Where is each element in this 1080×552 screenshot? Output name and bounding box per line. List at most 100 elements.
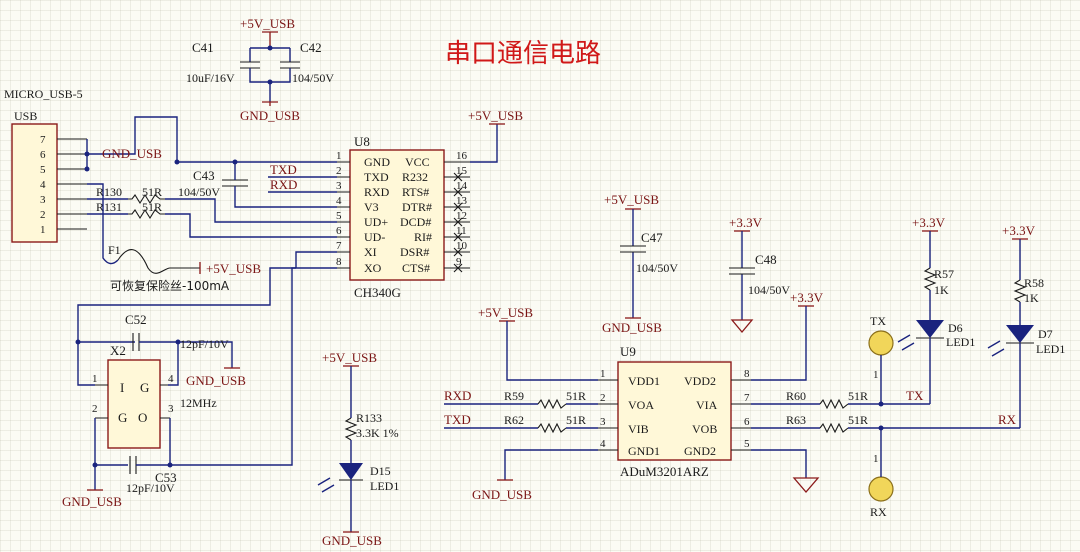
d15-part: LED1 xyxy=(370,479,399,493)
u8-pin-num-15: 15 xyxy=(456,165,468,177)
u9-pin-num-5: 5 xyxy=(744,438,750,450)
u8-uart-wire xyxy=(268,176,337,193)
usb-gnd-label: GND_USB xyxy=(102,146,162,161)
usb-data-wire-left xyxy=(87,198,128,215)
c42-ref: C42 xyxy=(300,40,322,55)
u9-pin-num-3: 3 xyxy=(600,416,606,428)
c52-value: 12pF/10V xyxy=(180,337,229,351)
r58-body xyxy=(1013,279,1027,303)
c47-capacitor: +5V_USB C47 104/50V GND_USB xyxy=(602,192,678,335)
x2-ref: X2 xyxy=(110,343,126,358)
diagram-title: 串口通信电路 xyxy=(445,39,601,69)
d15-gnd-label: GND_USB xyxy=(322,533,382,548)
x2-body xyxy=(107,359,161,449)
c53-wire xyxy=(94,418,171,490)
c48-capacitor: +3.3V C48 104/50V xyxy=(729,215,790,334)
c41-bottom-wire xyxy=(249,68,291,102)
u8-pin-num-9: 9 xyxy=(456,256,462,268)
r58-power-label: +3.3V xyxy=(1002,223,1036,238)
u8-pin-num-3: 3 xyxy=(336,180,342,192)
u8-pin-num-5: 5 xyxy=(336,210,342,222)
u9-pin-num-8: 8 xyxy=(744,368,750,380)
u8-pin-num-14: 14 xyxy=(456,180,468,192)
r62-body xyxy=(537,422,567,434)
r57-body xyxy=(923,267,937,291)
junction xyxy=(75,339,81,345)
f1-body xyxy=(117,249,200,274)
u9-pin-num-4: 4 xyxy=(600,438,606,450)
tp-rx-label: RX xyxy=(870,505,887,519)
d6-ref: D6 xyxy=(948,321,963,335)
c52-right-wire xyxy=(139,341,233,386)
tp-rx-pad xyxy=(868,476,894,502)
x2-pin-1: 1 xyxy=(92,373,98,385)
u9-pin-num-2: 2 xyxy=(600,392,606,404)
junction xyxy=(267,79,273,85)
u9-pin-num-1: 1 xyxy=(600,368,606,380)
u9-pin-name-vdd1: VDD1 xyxy=(628,374,660,388)
c43-value: 104/50V xyxy=(178,185,220,199)
usb-pin-1: 1 xyxy=(40,224,46,236)
d6-light-arrows xyxy=(897,334,915,351)
usb-pin-6: 6 xyxy=(40,149,46,161)
u8-vcc-wire xyxy=(470,124,498,163)
f1-power-label: +5V_USB xyxy=(206,261,261,276)
usb-pin-3: 3 xyxy=(40,194,46,206)
d15-light-arrows xyxy=(317,477,335,493)
f1-value: 可恢复保险丝-100mA xyxy=(110,278,230,293)
r131-value: 51R xyxy=(142,200,162,214)
power-led-group: +5V_USB R133 3.3K 1% D15 LED1 GND_USB xyxy=(317,350,399,548)
x2-g-top: G xyxy=(140,380,149,395)
x2-pin-stubs xyxy=(95,384,170,419)
f1-fuse: F1 +5V_USB 可恢复保险丝-100mA xyxy=(108,243,261,293)
d7-light-arrows xyxy=(987,340,1005,357)
junction xyxy=(175,339,181,345)
r62-ref: R62 xyxy=(504,413,524,427)
c43-plates xyxy=(222,179,248,187)
u9-gnd1-wire xyxy=(504,449,598,480)
c47-gnd-label: GND_USB xyxy=(602,320,662,335)
u8-pin-num-1: 1 xyxy=(336,150,342,162)
c47-ref: C47 xyxy=(641,230,663,245)
c53-value: 12pF/10V xyxy=(126,481,175,495)
c43-ref: C43 xyxy=(193,168,215,183)
u9-pin-name-gnd2: GND2 xyxy=(684,444,716,458)
u8-pin-name-dsr: DSR# xyxy=(400,245,429,259)
c48-power-label: +3.3V xyxy=(729,215,763,230)
u8-vcc-label: +5V_USB xyxy=(468,108,523,123)
c42-value: 104/50V xyxy=(292,71,334,85)
junction xyxy=(84,151,90,157)
u9-gnd2-wire xyxy=(751,449,807,478)
usb-vbus-wire xyxy=(87,183,119,265)
d7-part: LED1 xyxy=(1036,342,1065,356)
r133-power-label: +5V_USB xyxy=(322,350,377,365)
u9-vdd1-power-label: +5V_USB xyxy=(478,305,533,320)
d15-ref: D15 xyxy=(370,464,391,478)
usb-pin-4: 4 xyxy=(40,179,46,191)
r63-body xyxy=(819,422,849,434)
u8-pin-name-xi: XI xyxy=(364,245,377,259)
u8-pin-name-v3: V3 xyxy=(364,200,379,214)
r133-ref: R133 xyxy=(356,411,382,425)
u8-pin-num-16: 16 xyxy=(456,150,468,162)
u8-pin-name-xo: XO xyxy=(364,261,382,275)
test-points: TX 1 1 RX xyxy=(868,314,894,519)
d6-body xyxy=(916,320,944,338)
c41-power-label: +5V_USB xyxy=(240,16,295,31)
r58-value: 1K xyxy=(1024,291,1039,305)
r63-value: 51R xyxy=(848,413,868,427)
u9-ref: U9 xyxy=(620,344,636,359)
r60-ref: R60 xyxy=(786,389,806,403)
usb-pin-5: 5 xyxy=(40,164,46,176)
c41-c42-plates xyxy=(240,61,300,69)
r133-value: 3.3K 1% xyxy=(356,426,399,440)
u9-vdd2-wire xyxy=(751,306,807,381)
u9-vdd2-power-label: +3.3V xyxy=(790,290,824,305)
u8-pin-name-dcd: DCD# xyxy=(400,215,431,229)
r57-ref: R57 xyxy=(934,267,954,281)
c41-value: 10uF/16V xyxy=(186,71,235,85)
junction xyxy=(878,401,884,407)
junction xyxy=(92,462,98,468)
usb-connector: MICRO_USB-5 USB 7 6 5 4 3 2 1 GND_USB xyxy=(4,87,178,243)
